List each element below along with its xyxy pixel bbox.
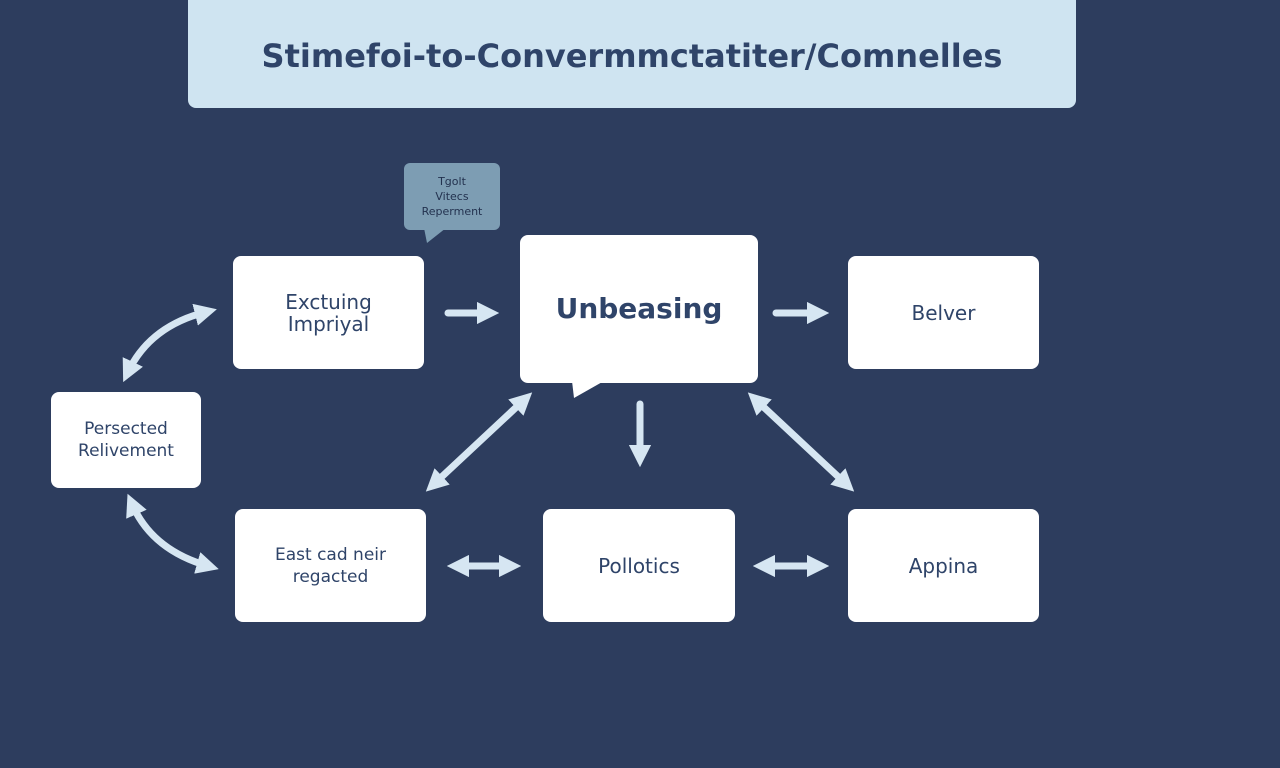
node-pollotics-label: Pollotics [598,553,680,578]
node-pollotics: Pollotics [543,509,735,622]
arrow-perfected-to-excluding [122,303,217,383]
callout-label: Tgolt Vitecs Reperment [421,175,483,218]
node-belver-label: Belver [911,300,976,325]
arrow-unbeasing-east [425,392,533,492]
node-east: East cad neir regacted [235,509,426,622]
callout-speech-tail [424,228,446,243]
node-belver: Belver [848,256,1039,369]
node-unbeasing: Unbeasing [520,235,758,383]
node-east-label: East cad neir regacted [275,544,386,587]
node-appina: Appina [848,509,1039,622]
title-banner: Stimefoi-to-Convermmctatiter/Comnelles [188,0,1076,108]
arrow-perfected-to-east [126,493,219,574]
node-perfected: Persected Relivement [51,392,201,488]
node-appina-label: Appina [908,553,979,578]
callout-note: Tgolt Vitecs Reperment [404,163,500,230]
node-unbeasing-label: Unbeasing [555,292,723,325]
node-excluding-label: Exctuing Impriyal [285,289,372,336]
diagram-title: Stimefoi-to-Convermmctatiter/Comnelles [261,37,1003,75]
arrow-unbeasing-appina [747,392,855,492]
node-excluding: Exctuing Impriyal [233,256,424,369]
unbeasing-speech-tail [572,381,604,398]
node-perfected-label: Persected Relivement [78,419,174,461]
